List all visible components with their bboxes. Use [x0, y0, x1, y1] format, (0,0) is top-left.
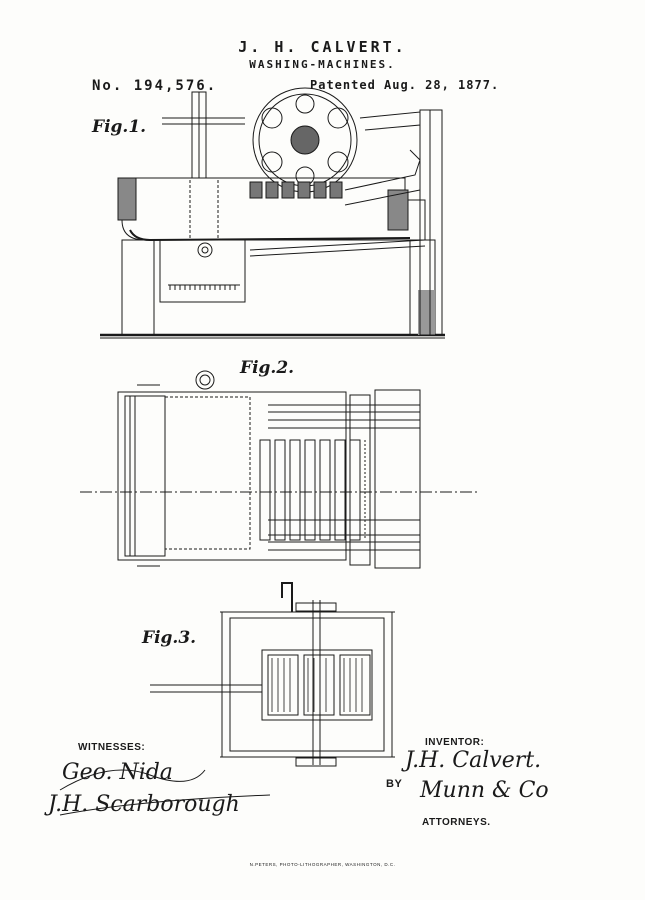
patent-date: Patented Aug. 28, 1877. — [310, 78, 500, 92]
fig3-label: Fig.3. — [142, 628, 197, 648]
inventor-signature: J.H. Calvert. — [405, 748, 542, 773]
signature-stroke-1 — [59, 769, 206, 791]
figure-2-drawing — [80, 370, 480, 569]
inventor-name: J. H. CALVERT. — [238, 38, 407, 56]
inventor-heading: INVENTOR: — [425, 737, 485, 748]
fig2-label: Fig.2. — [240, 358, 295, 378]
attorneys-label: ATTORNEYS. — [422, 817, 491, 828]
figure-3-drawing — [150, 582, 395, 767]
witness-signature-2: J.H. Scarborough — [48, 792, 240, 817]
fig1-label: Fig.1. — [92, 117, 147, 137]
patent-title: WASHING-MACHINES. — [249, 58, 396, 71]
witness-signature-1: Geo. Nida — [62, 760, 173, 785]
by-label: BY — [386, 778, 403, 790]
printer-credit: N.PETERS, PHOTO-LITHOGRAPHER, WASHINGTON… — [249, 862, 396, 867]
signature-stroke-2 — [59, 794, 271, 816]
attorney-signature: Munn & Co — [420, 778, 549, 803]
patent-number: No. 194,576. — [92, 78, 218, 94]
witnesses-heading: WITNESSES: — [78, 742, 146, 753]
figure-1-drawing — [100, 87, 445, 339]
